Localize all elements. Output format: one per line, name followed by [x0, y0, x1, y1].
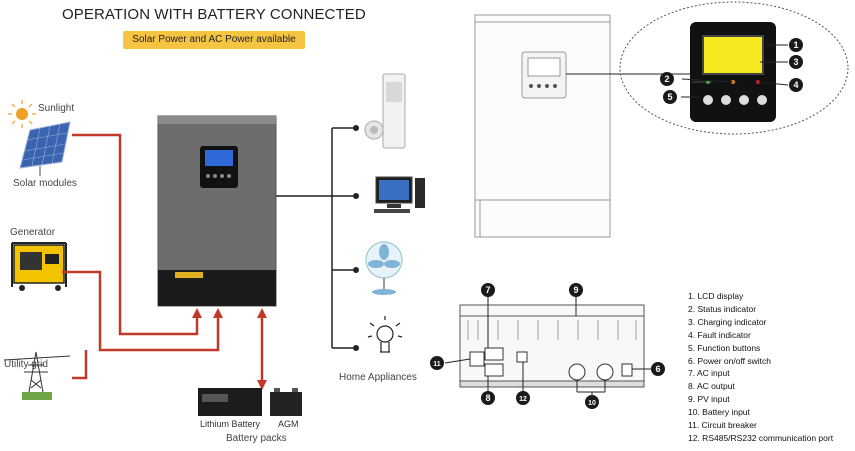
callout-9: 9 [569, 283, 583, 297]
callout-2: 2 [660, 72, 674, 86]
callout-3: 3 [789, 55, 803, 69]
legend-item: 6. Power on/off switch [688, 355, 771, 366]
callout-number: 9 [573, 285, 578, 295]
legend-item: 5. Function buttons [688, 342, 761, 353]
diagram-title: OPERATION WITH BATTERY CONNECTED [62, 6, 366, 23]
home-appliances-label: Home Appliances [339, 372, 417, 383]
air-conditioner-icon [364, 73, 406, 149]
callout-8: 8 [481, 391, 495, 405]
sun-icon [8, 100, 36, 128]
inverter-rear-view [459, 304, 645, 388]
lcd-panel-zoom [690, 22, 776, 122]
callout-7: 7 [481, 283, 495, 297]
callout-number: 8 [485, 393, 490, 403]
legend-item: 11. Circuit breaker [688, 420, 757, 431]
callout-5: 5 [663, 90, 677, 104]
subtitle-badge: Solar Power and AC Power available [123, 31, 305, 49]
generator-label: Generator [10, 227, 56, 238]
utility-tower-icon [3, 351, 71, 399]
callout-number: 1 [793, 40, 798, 50]
legend-item: 7. AC input [688, 368, 730, 379]
grass-ground [22, 392, 52, 400]
generator-icon [11, 242, 67, 291]
callout-1: 1 [789, 38, 803, 52]
callout-6: 6 [651, 362, 665, 376]
sunlight-label: Sunlight [38, 103, 75, 114]
legend-item: 9. PV input [688, 394, 730, 405]
callout-number: 3 [793, 57, 798, 67]
legend-item: 3. Charging indicator [688, 316, 767, 327]
legend-item: 10. Battery input [688, 407, 750, 418]
solar-modules-label: Solar modules [13, 178, 77, 189]
legend-item: 8. AC output [688, 381, 735, 392]
callout-number: 11 [433, 361, 441, 368]
callout-4: 4 [789, 78, 803, 92]
callout-number: 6 [655, 364, 660, 374]
callout-10: 10 [585, 395, 599, 409]
callout-number: 10 [588, 400, 596, 407]
agm-battery-icon [270, 388, 302, 416]
legend-item: 12. RS485/RS232 communication port [688, 432, 834, 443]
callout-11: 11 [430, 356, 444, 370]
component-legend: 1. LCD display 2. Status indicator 3. Ch… [688, 290, 853, 445]
solar-panel-icon [19, 121, 71, 176]
lithium-battery-icon [198, 388, 262, 416]
callout-number: 4 [793, 80, 798, 90]
callout-number: 5 [667, 92, 672, 102]
callout-12: 12 [516, 391, 530, 405]
battery-packs-label: Battery packs [226, 433, 287, 444]
inverter-main [157, 115, 277, 307]
utility-grid-label: Utility grid [4, 359, 48, 370]
callout-number: 2 [664, 74, 669, 84]
fan-icon [365, 241, 403, 295]
agm-label: AGM [278, 419, 299, 429]
lithium-battery-label: Lithium Battery [200, 419, 261, 429]
legend-item: 1. LCD display [688, 291, 744, 301]
zoom-circle [619, 1, 849, 135]
callout-number: 12 [519, 396, 527, 403]
callout-number: 7 [485, 285, 490, 295]
legend-item: 4. Fault indicator [688, 329, 751, 340]
legend-item: 2. Status indicator [688, 303, 757, 314]
computer-icon [374, 176, 425, 213]
light-bulb-icon [367, 316, 403, 353]
